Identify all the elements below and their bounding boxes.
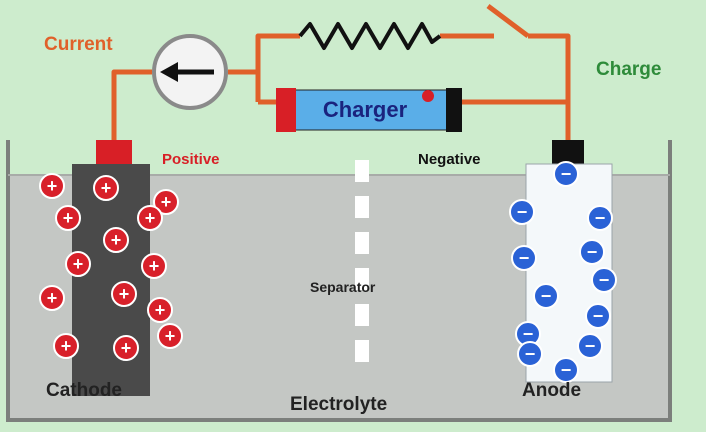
svg-text:+: + bbox=[155, 300, 166, 320]
svg-text:−: − bbox=[561, 164, 572, 184]
svg-text:+: + bbox=[149, 256, 160, 276]
zigzag-resistor-icon bbox=[298, 22, 442, 50]
svg-text:+: + bbox=[63, 208, 74, 228]
left-arrow-icon bbox=[160, 62, 214, 82]
positive-ion: + bbox=[103, 227, 129, 253]
negative-ion: − bbox=[533, 283, 559, 309]
positive-ion: + bbox=[111, 281, 137, 307]
open-switch-icon bbox=[486, 4, 530, 38]
svg-text:−: − bbox=[593, 306, 604, 326]
negative-ion: − bbox=[579, 239, 605, 265]
positive-ion: + bbox=[39, 173, 65, 199]
svg-text:−: − bbox=[525, 344, 536, 364]
negative-ion: − bbox=[517, 341, 543, 367]
svg-text:+: + bbox=[111, 230, 122, 250]
positive-ion: + bbox=[147, 297, 173, 323]
separator-label: Separator bbox=[310, 279, 376, 295]
svg-text:+: + bbox=[121, 338, 132, 358]
svg-text:+: + bbox=[73, 254, 84, 274]
negative-ion: − bbox=[511, 245, 537, 271]
negative-ion: − bbox=[577, 333, 603, 359]
negative-label: Negative bbox=[418, 151, 481, 168]
positive-ion: + bbox=[55, 205, 81, 231]
positive-ion: + bbox=[65, 251, 91, 277]
svg-text:−: − bbox=[595, 208, 606, 228]
svg-text:+: + bbox=[119, 284, 130, 304]
positive-terminal bbox=[96, 140, 132, 166]
svg-text:−: − bbox=[587, 242, 598, 262]
negative-ion: − bbox=[553, 357, 579, 383]
svg-text:−: − bbox=[541, 286, 552, 306]
negative-ion: − bbox=[509, 199, 535, 225]
current-label: Current bbox=[44, 34, 113, 55]
negative-terminal bbox=[552, 140, 584, 164]
svg-text:+: + bbox=[161, 192, 172, 212]
cathode-electrode bbox=[72, 164, 150, 396]
charge-label: Charge bbox=[596, 59, 661, 80]
cathode-label: Cathode bbox=[46, 380, 122, 401]
electrolyte-label: Electrolyte bbox=[290, 394, 387, 415]
charger-label: Charger bbox=[323, 97, 408, 122]
anode-label: Anode bbox=[522, 380, 581, 401]
svg-text:+: + bbox=[101, 178, 112, 198]
positive-ion: + bbox=[141, 253, 167, 279]
negative-ion: − bbox=[591, 267, 617, 293]
negative-ion: − bbox=[515, 321, 541, 347]
positive-ion: + bbox=[53, 333, 79, 359]
positive-ion: + bbox=[39, 285, 65, 311]
ammeter bbox=[152, 34, 228, 110]
positive-ion: + bbox=[137, 205, 163, 231]
svg-text:−: − bbox=[523, 324, 534, 344]
negative-ion: − bbox=[585, 303, 611, 329]
positive-label: Positive bbox=[162, 151, 220, 168]
negative-ion: − bbox=[553, 161, 579, 187]
svg-text:+: + bbox=[47, 176, 58, 196]
charger: Charger bbox=[276, 88, 462, 132]
svg-text:+: + bbox=[61, 336, 72, 356]
svg-text:+: + bbox=[165, 326, 176, 346]
svg-text:−: − bbox=[599, 270, 610, 290]
positive-ion: + bbox=[153, 189, 179, 215]
negative-ion: − bbox=[587, 205, 613, 231]
ion-layer: ++++++++++++++−−−−−−−−−−−− bbox=[39, 161, 617, 383]
svg-text:−: − bbox=[519, 248, 530, 268]
positive-ion: + bbox=[157, 323, 183, 349]
svg-text:+: + bbox=[47, 288, 58, 308]
svg-text:−: − bbox=[561, 360, 572, 380]
svg-text:−: − bbox=[585, 336, 596, 356]
positive-ion: + bbox=[113, 335, 139, 361]
circuit-wires bbox=[111, 33, 571, 142]
svg-text:−: − bbox=[517, 202, 528, 222]
positive-ion: + bbox=[93, 175, 119, 201]
svg-text:+: + bbox=[145, 208, 156, 228]
